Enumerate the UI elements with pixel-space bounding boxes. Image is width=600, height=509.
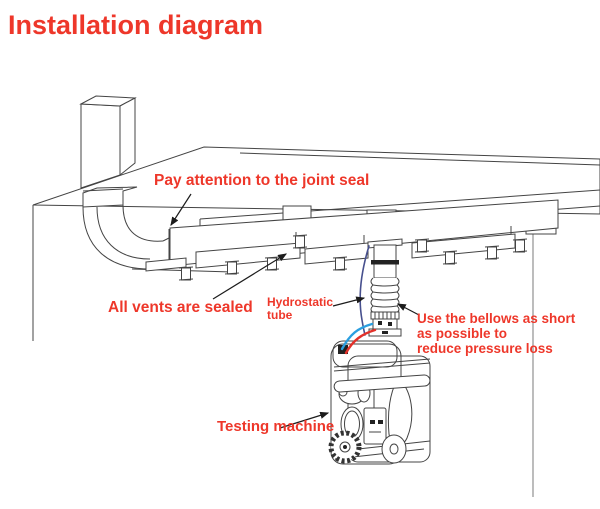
arrow-bellows xyxy=(396,303,420,316)
annotation-joint-seal: Pay attention to the joint seal xyxy=(154,172,370,189)
vent-stubs xyxy=(178,234,528,281)
blue-tube xyxy=(340,322,374,351)
branch-ducts xyxy=(131,226,516,273)
vent-stub xyxy=(264,256,280,271)
vent-stub xyxy=(178,266,194,281)
control-panel xyxy=(363,407,387,445)
vent-stub xyxy=(484,245,500,260)
elbow-duct xyxy=(82,186,187,272)
vent-stub xyxy=(512,238,528,253)
annotation-vents-sealed: All vents are sealed xyxy=(108,299,253,316)
page-title: Installation diagram xyxy=(8,10,264,40)
drop-tube-and-bellows xyxy=(367,238,403,337)
annotation-bellows-note: Use the bellows as short as possible to … xyxy=(417,311,576,356)
clamp-band xyxy=(371,260,399,265)
leader-arrows xyxy=(170,193,420,429)
red-tube xyxy=(344,328,377,355)
deck-bar xyxy=(333,374,431,393)
vent-stub xyxy=(442,250,458,265)
vent-stub xyxy=(224,260,240,275)
annotation-hydrostatic-tube: Hydrostatic tube xyxy=(267,295,334,323)
testing-machine xyxy=(328,340,431,465)
cart-handle xyxy=(332,340,398,368)
arrow-joint-seal xyxy=(170,193,192,227)
vent-stub xyxy=(332,256,348,271)
vent-stub xyxy=(292,234,308,249)
arrow-vents-sealed xyxy=(212,253,288,300)
pressure-tubes xyxy=(338,322,377,355)
vent-stub xyxy=(414,238,430,253)
annotation-testing-machine: Testing machine xyxy=(217,418,335,435)
bellows-coupling xyxy=(368,311,402,337)
bellows xyxy=(370,277,400,313)
chimney-duct xyxy=(79,95,137,189)
arrow-testing-machine xyxy=(279,411,330,429)
hydrostatic-tube-line xyxy=(359,245,370,336)
arrow-hydrostatic xyxy=(332,296,366,307)
